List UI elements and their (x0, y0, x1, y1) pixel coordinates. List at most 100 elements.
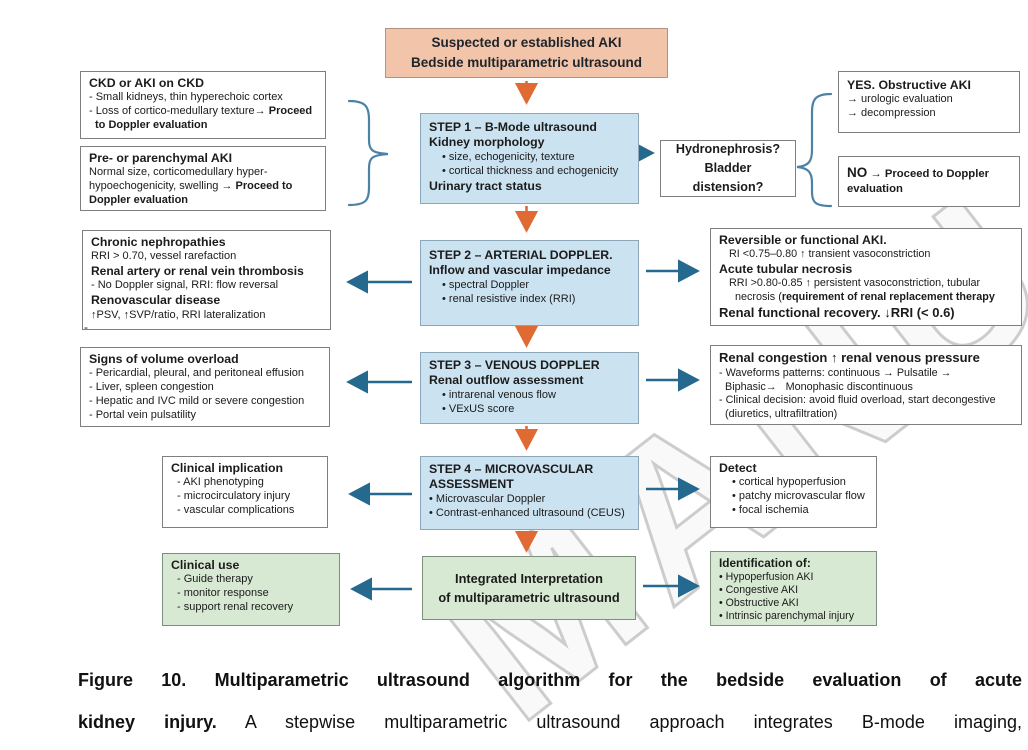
congestion-line2: Biphasic→ Monophasic discontinuous (725, 380, 913, 393)
reversible-aki-box: Reversible or functional AKI. RI <0.75–0… (710, 228, 1022, 326)
clinical-use-box: Clinical use - Guide therapy - monitor r… (162, 553, 340, 626)
step2-bullet2: • renal resistive index (RRI) (442, 292, 576, 305)
no-line1: NO → Proceed to Doppler (847, 164, 1011, 182)
volume-line2: - Liver, spleen congestion (89, 381, 214, 394)
reversible-title2: Acute tubular necrosis (719, 262, 853, 277)
chronic-nephropathies-box: Chronic nephropathies RRI > 0.70, vessel… (82, 230, 331, 330)
step3-title1: STEP 3 – VENOUS DOPPLER (429, 358, 600, 372)
step2-title1: STEP 2 – ARTERIAL DOPPLER. (429, 248, 613, 262)
step2-box: STEP 2 – ARTERIAL DOPPLER. Inflow and va… (420, 240, 639, 326)
renal-congestion-box: Renal congestion ↑ renal venous pressure… (710, 345, 1022, 425)
step2-title2: Inflow and vascular impedance (429, 263, 611, 278)
identification-bullet1: • Hypoperfusion AKI (719, 570, 814, 583)
pre-line3: Doppler evaluation (89, 194, 189, 207)
no-rest: → Proceed to Doppler (867, 168, 990, 180)
hydronephrosis-box: Hydronephrosis? Bladder distension? (660, 140, 796, 197)
step1-bullet2: • cortical thickness and echogenicity (442, 164, 619, 177)
detect-box: Detect • cortical hypoperfusion • patchy… (710, 456, 877, 528)
implication-title: Clinical implication (171, 461, 284, 475)
chronic-title3: Renovascular disease (91, 293, 221, 308)
pre-line2-text: hypoechogenicity, swelling → (89, 180, 236, 193)
caption-line2-bold: kidney injury. (78, 711, 217, 732)
reversible-line3-text: necrosis ( (735, 291, 782, 304)
no-line2: evaluation (847, 182, 903, 195)
hydro-line1: Hydronephrosis? (675, 142, 781, 157)
use-line3: - support renal recovery (177, 601, 294, 614)
chronic-line3: ↑PSV, ↑SVP/ratio, RRI lateralization (91, 308, 266, 321)
volume-line3: - Hepatic and IVC mild or severe congest… (89, 395, 305, 408)
chronic-line1: RRI > 0.70, vessel rarefaction (91, 250, 237, 263)
no-proceed-box: NO → Proceed to Doppler evaluation (838, 156, 1020, 207)
yes-line2: → decompression (847, 107, 936, 120)
step1-title1: STEP 1 – B-Mode ultrasound (429, 120, 597, 134)
detect-bullet1: • cortical hypoperfusion (732, 476, 846, 489)
reversible-title1: Reversible or functional AKI. (719, 233, 887, 247)
volume-line4: - Portal vein pulsatility (89, 409, 196, 422)
step4-bullet1: • Microvascular Doppler (429, 492, 546, 505)
reversible-line2: RRI >0.80-0.85 ↑ persistent vasoconstric… (729, 277, 981, 290)
detect-title: Detect (719, 461, 757, 475)
start-box-line1: Suspected or established AKI (431, 34, 622, 50)
identification-bullet4: • Intrinsic parenchymal injury (719, 609, 855, 622)
reversible-line3-bold: requirement of renal replacement therapy (781, 291, 995, 304)
caption-line2: kidney injury. A stepwise multiparametri… (78, 708, 1022, 737)
congestion-line3: - Clinical decision: avoid fluid overloa… (719, 394, 996, 407)
pre-title: Pre- or parenchymal AKI (89, 151, 233, 165)
no-label: NO (847, 165, 868, 180)
step1-box: STEP 1 – B-Mode ultrasound Kidney morpho… (420, 113, 639, 204)
step3-title2: Renal outflow assessment (429, 373, 584, 388)
start-box: Suspected or established AKI Bedside mul… (385, 28, 668, 78)
reversible-title3: Renal functional recovery. ↓RRI (< 0.6) (719, 304, 955, 320)
brace-left-boxes-to-step1 (347, 99, 389, 207)
use-line2: - monitor response (177, 587, 269, 600)
step2-bullet1: • spectral Doppler (442, 278, 530, 291)
volume-title: Signs of volume overload (89, 352, 239, 366)
step4-bullet2: • Contrast-enhanced ultrasound (CEUS) (429, 506, 625, 519)
step3-bullet2: • VExUS score (442, 402, 515, 415)
use-line1: - Guide therapy (177, 573, 253, 586)
reversible-line1: RI <0.75–0.80 ↑ transient vasoconstricti… (729, 248, 931, 261)
congestion-line1: - Waveforms patterns: continuous → Pulsa… (719, 366, 952, 379)
implication-line2: - microcirculatory injury (177, 490, 291, 503)
caption-line1: Figure 10. Multiparametric ultrasound al… (78, 670, 1022, 690)
volume-overload-box: Signs of volume overload - Pericardial, … (80, 347, 330, 427)
start-box-line2: Bedside multiparametric ultrasound (410, 55, 643, 70)
identification-bullet3: • Obstructive AKI (719, 596, 799, 609)
detect-bullet3: • focal ischemia (732, 504, 809, 517)
integrated-interpretation-box: Integrated Interpretation of multiparame… (422, 556, 636, 620)
step3-bullet1: • intrarenal venous flow (442, 388, 556, 401)
yes-title: YES. Obstructive AKI (847, 78, 971, 92)
detect-bullet2: • patchy microvascular flow (732, 490, 865, 503)
use-title: Clinical use (171, 558, 240, 572)
chronic-title1: Chronic nephropathies (91, 235, 226, 249)
yes-line1: → urologic evaluation (847, 93, 953, 106)
ckd-line2: - Loss of cortico-medullary texture→ Pro… (89, 105, 317, 119)
volume-line1: - Pericardial, pleural, and peritoneal e… (89, 367, 305, 380)
ckd-line1: - Small kidneys, thin hyperechoic cortex (89, 91, 283, 104)
congestion-title: Renal congestion ↑ renal venous pressure (719, 350, 980, 365)
implication-line3: - vascular complications (177, 504, 295, 517)
ckd-box: CKD or AKI on CKD - Small kidneys, thin … (80, 71, 326, 139)
clinical-implication-box: Clinical implication - AKI phenotyping -… (162, 456, 328, 528)
figure-caption: Figure 10. Multiparametric ultrasound al… (78, 666, 1022, 750)
caption-line2-rest: A stepwise multiparametric ultrasound ap… (216, 711, 1022, 732)
step1-bullet1: • size, echogenicity, texture (442, 150, 575, 163)
stray-dash: - (84, 320, 88, 334)
ckd-line2-bold: Proceed (268, 105, 313, 118)
chronic-title2: Renal artery or renal vein thrombosis (91, 264, 304, 279)
brace-hydro-to-yes-no (796, 92, 833, 208)
integrated-line2: of multiparametric ultrasound (438, 590, 620, 605)
pre-parenchymal-box: Pre- or parenchymal AKI Normal size, cor… (80, 146, 326, 211)
congestion-line4: (diuretics, ultrafiltration) (725, 408, 838, 420)
integrated-line1: Integrated Interpretation (455, 570, 603, 586)
ckd-line2-text: - Loss of cortico-medullary texture→ (89, 105, 269, 118)
ckd-title: CKD or AKI on CKD (89, 76, 204, 90)
step1-title2: Kidney morphology (429, 135, 545, 150)
chronic-line2: - No Doppler signal, RRI: flow reversal (91, 279, 279, 292)
step4-title2: ASSESSMENT (429, 477, 514, 492)
step3-box: STEP 3 – VENOUS DOPPLER Renal outflow as… (420, 352, 639, 424)
hydro-line2: Bladder distension? (692, 161, 764, 194)
step4-title1: STEP 4 – MICROVASCULAR (429, 462, 594, 476)
